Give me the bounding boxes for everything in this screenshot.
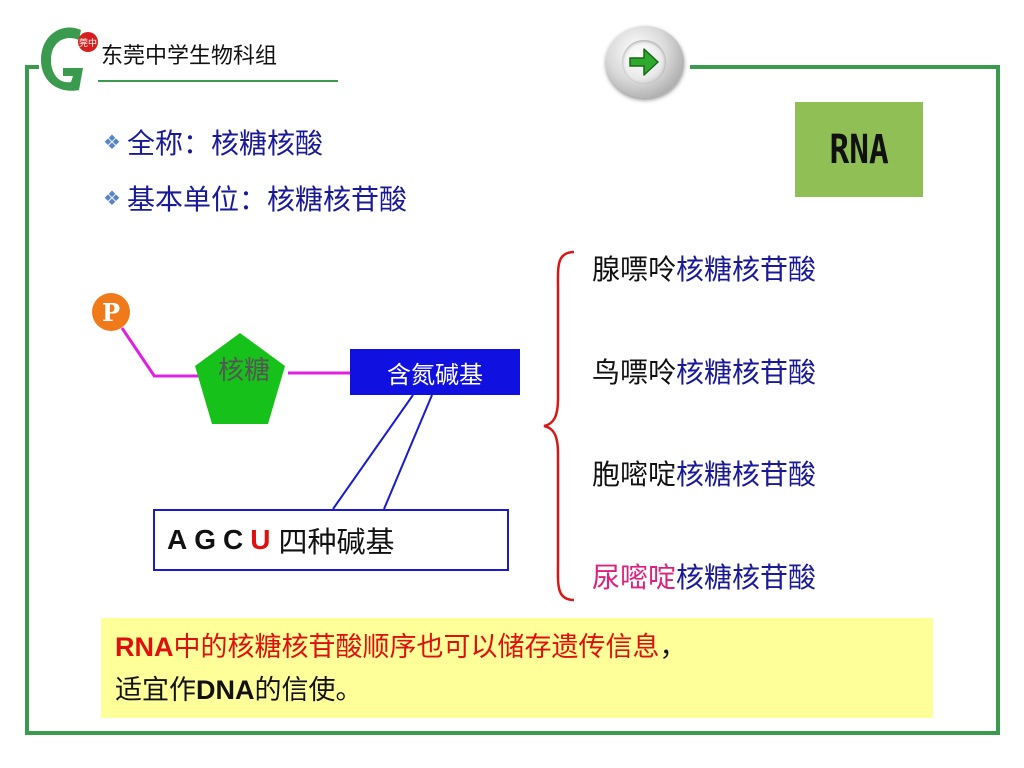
diamond-bullet-icon: ❖ xyxy=(103,186,121,210)
logo-badge-text: 莞中 xyxy=(79,37,97,49)
note-rna-term: RNA xyxy=(115,632,174,662)
sugar-label: 核糖 xyxy=(218,356,271,386)
right-arrow-icon xyxy=(629,48,659,76)
nucleotide-item-guanine: 鸟嘌呤核糖核苷酸 xyxy=(592,351,816,391)
base-letter-g: G xyxy=(194,524,217,555)
nitrogenous-base-box: 含氮碱基 xyxy=(350,349,520,395)
frame-top-left xyxy=(25,65,39,69)
note-comma: ， xyxy=(659,632,687,663)
note-messenger: 的信使。 xyxy=(254,675,363,706)
next-button-inner xyxy=(622,40,666,84)
nucleotide-prefix: 腺嘌呤 xyxy=(592,253,677,286)
nucleotide-prefix: 胞嘧啶 xyxy=(592,458,677,491)
bullet-text: 基本单位：核糖核苷酸 xyxy=(126,183,407,216)
note-suitable: 适宜作 xyxy=(115,675,196,706)
four-bases-box: A G C U 四种碱基 xyxy=(153,509,509,571)
base-letter-a: A xyxy=(167,524,188,555)
note-dna-term: DNA xyxy=(196,675,255,705)
nucleotide-item-uracil: 尿嘧啶核糖核苷酸 xyxy=(592,556,816,596)
nucleotide-prefix: 鸟嘌呤 xyxy=(592,356,677,389)
school-logo-icon: 莞中 xyxy=(41,27,98,91)
note-statement: 中的核糖核苷酸顺序也可以储存遗传信息 xyxy=(173,632,660,663)
bullet-full-name: ❖全称：核糖核酸 xyxy=(103,122,323,162)
frame-bottom xyxy=(25,731,1000,735)
frame-left xyxy=(25,65,29,735)
nucleotide-suffix: 核糖核苷酸 xyxy=(676,458,817,491)
nucleotide-prefix: 尿嘧啶 xyxy=(592,561,677,594)
rna-note-box: RNA中的核糖核苷酸顺序也可以储存遗传信息， 适宜作DNA的信使。 xyxy=(101,618,933,718)
phosphate-circle: P xyxy=(92,293,130,331)
school-name: 东莞中学生物科组 xyxy=(101,44,278,69)
ribose-pentagon xyxy=(195,333,285,424)
bullet-basic-unit: ❖基本单位：核糖核苷酸 xyxy=(103,178,407,218)
rna-label: RNA xyxy=(829,126,889,173)
frame-top-right xyxy=(690,65,1000,69)
four-bases-word: 四种碱基 xyxy=(278,525,395,559)
nucleotide-item-cytosine: 胞嘧啶核糖核苷酸 xyxy=(592,453,816,493)
nucleotide-item-adenine: 腺嘌呤核糖核苷酸 xyxy=(592,248,816,288)
pointer-line-1 xyxy=(332,394,414,510)
nucleotide-suffix: 核糖核苷酸 xyxy=(676,253,817,286)
bullet-text: 全称：核糖核酸 xyxy=(126,127,323,160)
curly-brace xyxy=(543,250,575,602)
phosphate-bond xyxy=(120,327,157,378)
diamond-bullet-icon: ❖ xyxy=(103,130,121,154)
next-button[interactable] xyxy=(606,26,684,98)
frame-right xyxy=(996,65,1000,735)
nucleotide-suffix: 核糖核苷酸 xyxy=(676,356,817,389)
base-letter-c: C xyxy=(223,524,244,555)
rna-label-box: RNA xyxy=(795,102,923,197)
pointer-line-2 xyxy=(383,394,433,510)
title-underline xyxy=(98,80,338,82)
base-letter-u: U xyxy=(250,524,271,555)
nucleotide-suffix: 核糖核苷酸 xyxy=(676,561,817,594)
